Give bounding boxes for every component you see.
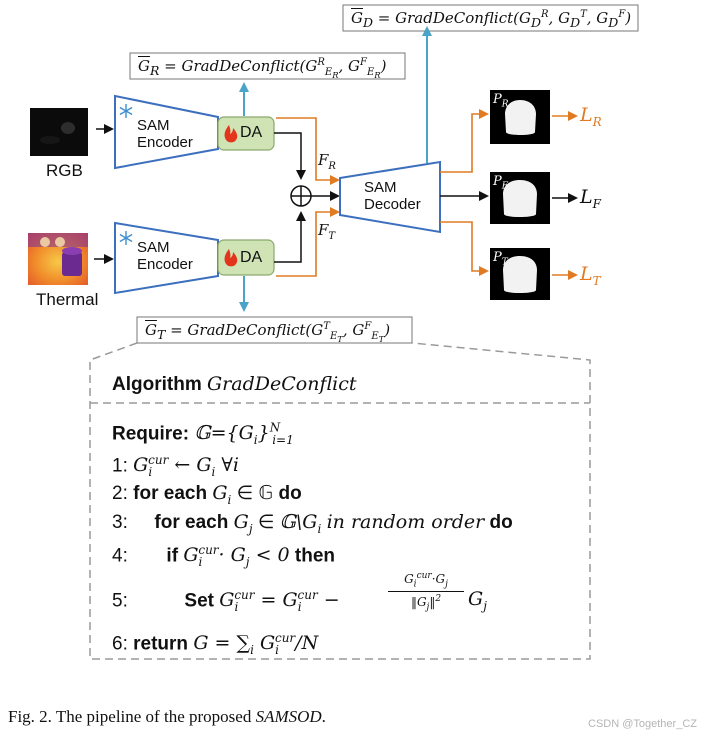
pred-t-label: PT bbox=[493, 250, 508, 268]
rgb-encoder-label: SAM Encoder bbox=[137, 117, 193, 151]
flame-icon bbox=[224, 125, 238, 143]
thermal-adapter-label: DA bbox=[240, 249, 263, 266]
loss-r-label: LR bbox=[580, 104, 602, 129]
thermal-encoder-line1: SAM bbox=[137, 239, 170, 256]
formula-rgb-encoder: GR = GradDeConflict(GRER, GFER) bbox=[138, 57, 387, 80]
caption-suffix: . bbox=[321, 707, 326, 726]
rgb-input-label: RGB bbox=[46, 161, 83, 180]
thermal-input-label: Thermal bbox=[36, 290, 99, 309]
line5-keyword: Set bbox=[184, 590, 214, 612]
rgb-input-image bbox=[30, 108, 88, 156]
algorithm-title: Algorithm GradDeConflict bbox=[112, 373, 356, 396]
caption-prefix: Fig. 2. The pipeline of the proposed bbox=[8, 707, 256, 726]
flame-icon bbox=[224, 249, 238, 267]
line3-do: do bbox=[489, 512, 513, 533]
decoder-line2: Decoder bbox=[364, 196, 421, 213]
algorithm-title-keyword: Algorithm bbox=[112, 374, 202, 395]
line2-number: 2: bbox=[112, 483, 128, 504]
thermal-encoder-label: SAM Encoder bbox=[137, 239, 193, 273]
loss-t-label: LT bbox=[580, 263, 601, 288]
algorithm-callout-border bbox=[89, 342, 591, 660]
line2-keyword: for each bbox=[133, 483, 208, 504]
algorithm-line-3: 3: for each Gj ∈ 𝔾\Gi in random order do bbox=[112, 511, 513, 536]
algorithm-title-name: GradDeConflict bbox=[207, 373, 357, 395]
figure-caption: Fig. 2. The pipeline of the proposed SAM… bbox=[8, 707, 326, 727]
line4-then: then bbox=[294, 545, 336, 567]
feature-thermal-label: FT bbox=[318, 221, 336, 242]
line3-keyword: for each bbox=[154, 512, 229, 533]
formula-box-decoder bbox=[342, 4, 639, 32]
watermark: CSDN @Together_CZ bbox=[588, 718, 697, 730]
line3-number: 3: bbox=[112, 512, 128, 533]
algorithm-line-5: 5: Set Gicur = Gicur − bbox=[112, 588, 340, 615]
formula-thermal-encoder: GT = GradDeConflict(GTET, GFET) bbox=[145, 321, 391, 344]
line6-number: 6: bbox=[112, 633, 128, 655]
algorithm-line-4: 4: if Gicur· Gj < 0 then bbox=[112, 543, 336, 570]
line5-number: 5: bbox=[112, 590, 128, 612]
formula-decoder: GD = GradDeConflict(GDR, GDT, GDF) bbox=[351, 9, 632, 30]
circled-plus-icon bbox=[290, 185, 312, 207]
caption-method-name: SAMSOD bbox=[255, 707, 322, 726]
loss-f-label: LF bbox=[580, 186, 601, 211]
feature-rgb-label: FR bbox=[318, 151, 336, 172]
line1-number: 1: bbox=[112, 455, 128, 477]
rgb-encoder-line2: Encoder bbox=[137, 134, 193, 151]
algorithm-line-2: 2: for each Gi ∈ 𝔾 do bbox=[112, 482, 302, 507]
algorithm-require: Require: 𝔾={Gi}Ni=1 bbox=[112, 421, 294, 448]
thermal-sam-encoder-shape bbox=[114, 221, 219, 295]
formula-box-rgb bbox=[129, 52, 406, 80]
line3-random-order: in random order bbox=[326, 511, 485, 533]
decoder-label: SAM Decoder bbox=[364, 179, 421, 213]
line4-number: 4: bbox=[112, 545, 128, 567]
formula-box-thermal bbox=[136, 316, 413, 344]
rgb-sam-encoder-shape bbox=[114, 94, 219, 170]
rgb-object-blob bbox=[61, 122, 75, 134]
line2-do: do bbox=[278, 483, 302, 504]
algorithm-line-6: 6: return G = ∑i Gicur/N bbox=[112, 631, 319, 658]
snowflake-icon bbox=[119, 104, 133, 118]
rgb-encoder-line1: SAM bbox=[137, 117, 170, 134]
sam-decoder-shape bbox=[339, 160, 441, 234]
algorithm-line-1: 1: Gicur ← Gi ∀i bbox=[112, 453, 239, 480]
snowflake-icon bbox=[119, 231, 133, 245]
line4-keyword: if bbox=[166, 545, 179, 567]
thermal-encoder-line2: Encoder bbox=[137, 256, 193, 273]
line5-tail: Gj bbox=[468, 588, 487, 613]
line5-fraction: Gicur·Gj ‖Gj‖2 bbox=[388, 571, 464, 613]
pred-f-label: PF bbox=[493, 174, 508, 192]
pred-r-label: PR bbox=[493, 92, 509, 110]
rgb-adapter-label: DA bbox=[240, 124, 263, 141]
line6-keyword: return bbox=[133, 633, 189, 655]
thermal-object bbox=[62, 252, 82, 276]
require-keyword: Require: bbox=[112, 423, 190, 445]
decoder-line1: SAM bbox=[364, 179, 397, 196]
